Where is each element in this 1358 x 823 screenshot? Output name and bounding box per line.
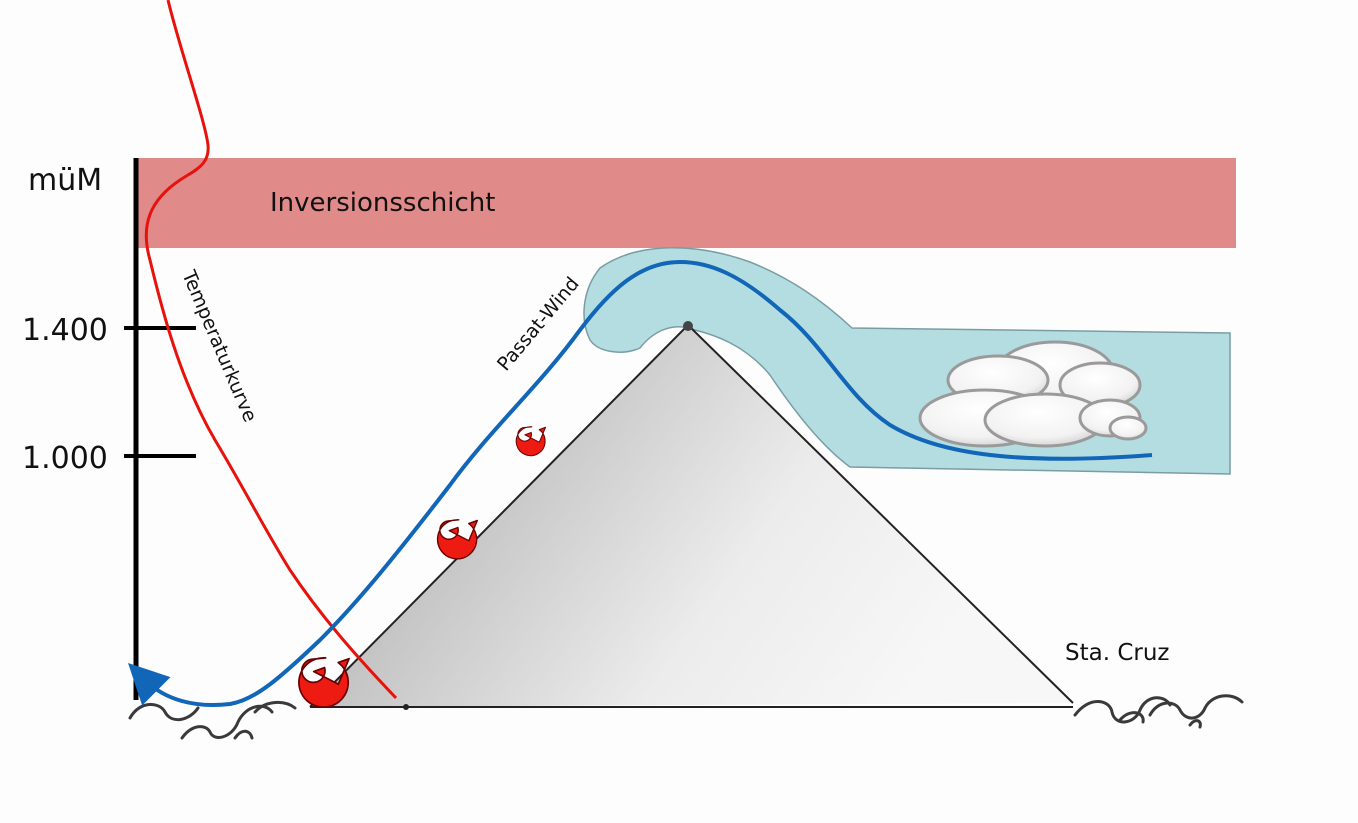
town-label: Sta. Cruz	[1065, 640, 1170, 666]
temperature-curve-label: Temperaturkurve	[177, 266, 261, 425]
base-marker	[403, 704, 409, 710]
tick-label-1000: 1.000	[22, 441, 108, 476]
sea-waves-right	[1073, 694, 1244, 729]
inversion-label: Inversionsschicht	[270, 188, 495, 218]
passat-wind-label: Passat-Wind	[493, 273, 584, 375]
turbulence-swirl-icon	[436, 519, 479, 560]
peak-marker	[683, 321, 693, 331]
altitude-axis	[124, 158, 196, 700]
mountain	[310, 325, 1073, 707]
sea-waves-left	[128, 701, 297, 740]
inversion-layer	[138, 158, 1236, 248]
turbulence-swirl-icon	[515, 426, 547, 457]
passat-wind-path	[128, 259, 1153, 707]
tick-label-1400: 1.400	[22, 313, 108, 348]
turbulence-swirl-icon	[298, 657, 350, 708]
temperature-curve	[144, 0, 398, 700]
axis-unit-label: müM	[28, 163, 102, 198]
cloud-icon	[918, 340, 1148, 448]
